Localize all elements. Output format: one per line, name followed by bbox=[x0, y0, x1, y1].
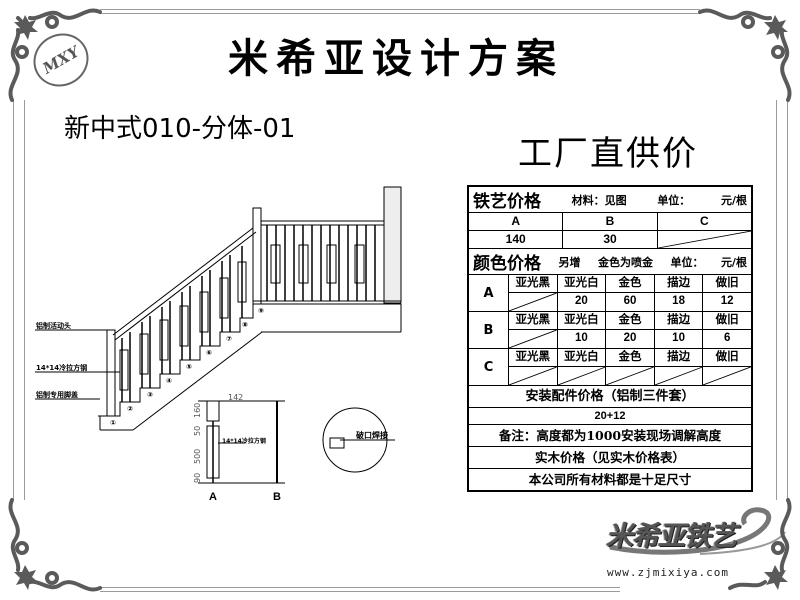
finish-name: 亚光黑 bbox=[509, 312, 558, 329]
frame-left-line-inner bbox=[24, 100, 25, 500]
sizing-note: 本公司所有材料都是十足尺寸 bbox=[528, 472, 692, 487]
frame-top-line-inner bbox=[100, 13, 700, 14]
frame-top-line bbox=[100, 9, 700, 10]
finish-price-empty bbox=[654, 367, 704, 385]
finish-price-empty bbox=[557, 367, 607, 385]
color-group-b: B 亚光黑 亚光白 金色 描边 做旧 10 20 10 6 bbox=[469, 312, 751, 349]
wood-price-note: 实木价格（见实木价格表） bbox=[469, 447, 751, 469]
finish-name: 亚光白 bbox=[558, 275, 607, 292]
brand-logo-text: 米希亚铁艺 bbox=[606, 521, 737, 552]
finish-price: 12 bbox=[720, 295, 734, 307]
finish-price: 20 bbox=[558, 293, 607, 311]
finish-name: 亚光黑 bbox=[509, 349, 558, 366]
frame-bottom-line bbox=[100, 587, 620, 588]
group-label-c: C bbox=[469, 349, 509, 385]
finish-name: 做旧 bbox=[715, 314, 739, 326]
svg-text:A: A bbox=[209, 491, 217, 503]
finish-price-empty bbox=[606, 367, 655, 385]
finish-price: 20 bbox=[606, 330, 655, 348]
finish-name: 金色 bbox=[606, 275, 655, 292]
iron-price-title: 铁艺价格 bbox=[473, 192, 541, 212]
finish-name: 描边 bbox=[655, 275, 704, 292]
finish-price: 10 bbox=[558, 330, 607, 348]
frame-left-line bbox=[13, 100, 14, 500]
finish-price: 60 bbox=[606, 293, 655, 311]
factory-price-heading: 工厂直供价 bbox=[518, 134, 698, 174]
frame-right-line-inner bbox=[787, 100, 788, 500]
finish-name: 金色 bbox=[606, 349, 655, 366]
color-group-c: C 亚光黑 亚光白 金色 描边 做旧 bbox=[469, 349, 751, 386]
gold-note: 金色为喷金 bbox=[597, 255, 653, 269]
unit-label: 单位： bbox=[657, 193, 691, 207]
svg-text:⑤: ⑤ bbox=[186, 363, 192, 371]
finish-name: 金色 bbox=[606, 312, 655, 329]
group-label-a: A bbox=[469, 275, 509, 311]
accessories-price: 20+12 bbox=[469, 408, 751, 425]
iron-col-a: A bbox=[469, 213, 564, 230]
svg-text:160: 160 bbox=[193, 403, 202, 418]
finish-name: 做旧 bbox=[715, 277, 739, 289]
svg-text:③: ③ bbox=[147, 391, 153, 399]
annotation-handrail-joint: 铝制活动头 bbox=[36, 322, 71, 330]
group-label-b: B bbox=[469, 312, 509, 348]
annotation-foot-cover: 铝制专用脚盖 bbox=[36, 391, 78, 399]
svg-text:⑧: ⑧ bbox=[242, 321, 248, 329]
iron-price-a: 140 bbox=[469, 231, 564, 248]
svg-text:50: 50 bbox=[193, 426, 202, 436]
svg-text:⑥: ⑥ bbox=[206, 349, 212, 357]
frame-right-line bbox=[776, 100, 777, 500]
finish-name: 描边 bbox=[655, 312, 704, 329]
svg-text:②: ② bbox=[127, 405, 133, 413]
svg-text:⑨: ⑨ bbox=[258, 307, 264, 315]
corner-ornament-bottom-right bbox=[728, 498, 792, 590]
finish-price-empty bbox=[509, 330, 558, 348]
iron-price-header: 铁艺价格 材料：见图 单位： 元/根 bbox=[469, 187, 751, 213]
annotation-detail-square-steel: 14*14冷拉方钢 bbox=[222, 438, 266, 445]
svg-text:142: 142 bbox=[228, 393, 243, 402]
frame-bottom-line-inner bbox=[100, 591, 620, 592]
finish-name: 亚光白 bbox=[558, 312, 607, 329]
annotation-weld-detail: 破口焊接 bbox=[356, 431, 388, 440]
iron-columns-row: A B C bbox=[469, 213, 751, 231]
iron-col-c: C bbox=[699, 214, 709, 228]
color-unit-label: 单位： bbox=[670, 255, 704, 269]
page-title: 米希亚设计方案 bbox=[228, 35, 564, 82]
finish-name: 亚光白 bbox=[558, 349, 607, 366]
finish-price: 6 bbox=[723, 332, 731, 344]
finish-price-empty bbox=[509, 367, 558, 385]
unit-value: 元/根 bbox=[720, 193, 747, 207]
svg-text:⑦: ⑦ bbox=[226, 335, 232, 343]
svg-text:500: 500 bbox=[193, 449, 202, 464]
material-label: 材料：见图 bbox=[571, 193, 627, 207]
iron-values-row: 140 30 bbox=[469, 231, 751, 249]
finish-name: 做旧 bbox=[715, 351, 739, 363]
finish-price-empty bbox=[509, 293, 558, 311]
color-extra-label: 另增 bbox=[558, 255, 581, 269]
iron-price-b: 30 bbox=[563, 231, 658, 248]
finish-price: 18 bbox=[655, 293, 704, 311]
svg-text:B: B bbox=[273, 491, 281, 503]
iron-price-c-empty bbox=[657, 231, 751, 248]
color-price-title: 颜色价格 bbox=[473, 254, 541, 274]
finish-name: 亚光黑 bbox=[509, 275, 558, 292]
color-unit-value: 元/根 bbox=[720, 255, 747, 269]
svg-text:④: ④ bbox=[166, 377, 172, 385]
corner-ornament-top-right bbox=[698, 8, 792, 102]
website-url: www.zjmixiya.com bbox=[607, 566, 729, 579]
svg-text:①: ① bbox=[110, 419, 116, 427]
design-model-title: 新中式010-分体-01 bbox=[64, 114, 296, 144]
iron-col-b: B bbox=[563, 213, 658, 230]
finish-name: 描边 bbox=[655, 349, 704, 366]
color-group-a: A 亚光黑 亚光白 金色 描边 做旧 20 60 18 12 bbox=[469, 275, 751, 312]
corner-ornament-top-left bbox=[8, 8, 102, 102]
finish-price-empty bbox=[703, 367, 751, 385]
svg-text:90: 90 bbox=[193, 473, 202, 483]
annotation-square-steel: 14*14冷拉方钢 bbox=[36, 364, 88, 372]
height-remark: 备注：高度都为1000安装现场调解高度 bbox=[469, 425, 751, 447]
accessories-title: 安装配件价格（铝制三件套） bbox=[469, 386, 751, 408]
color-price-header: 颜色价格 另增 金色为喷金 单位： 元/根 bbox=[469, 249, 751, 275]
price-table: 铁艺价格 材料：见图 单位： 元/根 A B C 140 30 颜色价格 另增 … bbox=[467, 185, 753, 492]
corner-ornament-bottom-left bbox=[8, 498, 102, 592]
finish-price: 10 bbox=[655, 330, 704, 348]
